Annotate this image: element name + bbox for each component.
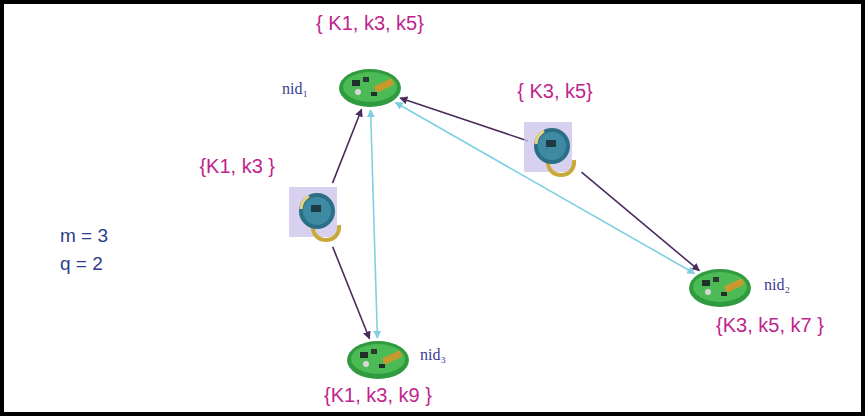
- connector-strip: [374, 78, 395, 93]
- key-set: {K1, k3 }: [199, 155, 275, 177]
- chip: [713, 277, 719, 282]
- chip: [702, 280, 710, 286]
- chip: [352, 80, 360, 86]
- chip: [546, 140, 556, 147]
- parameter-label: m = 3: [60, 226, 108, 247]
- chip: [311, 205, 321, 212]
- node-id: nid₁: [282, 80, 308, 98]
- sensor-board: [351, 344, 405, 374]
- padlock-node: {K1, k3 }: [295, 185, 345, 245]
- chip: [371, 92, 377, 96]
- padlock-icon: [530, 120, 580, 180]
- padlock-node: { K3, k5}: [530, 120, 580, 180]
- padlock-face: [303, 197, 331, 225]
- chip: [360, 352, 368, 358]
- secure-link: [371, 110, 378, 338]
- node-id: nid₂: [764, 276, 790, 294]
- sensor-icon: [688, 268, 752, 308]
- connector-strip: [724, 278, 745, 293]
- sensor-node: { K1, k3, k5}nid₁: [338, 68, 402, 108]
- padlock-face: [538, 132, 566, 160]
- sensor-board: [343, 72, 397, 102]
- component: [705, 289, 711, 295]
- parameter-label: q = 2: [60, 254, 103, 275]
- padlock-body: [534, 128, 570, 164]
- key-path-arrow: [333, 247, 370, 339]
- chip: [363, 77, 369, 82]
- padlock-rim: [301, 196, 309, 209]
- key-set: {K1, k3, k9 }: [324, 384, 432, 406]
- sensor-icon: [338, 68, 402, 108]
- secure-link: [395, 103, 694, 274]
- sensor-base: [689, 269, 751, 307]
- sensor-icon: [346, 340, 410, 380]
- component: [363, 361, 369, 367]
- key-path-arrow: [333, 109, 362, 183]
- padlock-body: [299, 193, 335, 229]
- padlock-rim: [536, 131, 544, 144]
- key-set: { K1, k3, k5}: [316, 12, 424, 34]
- key-set: {K3, k5, k7 }: [716, 314, 824, 336]
- chip: [371, 349, 377, 354]
- connector-strip: [382, 350, 403, 365]
- sensor-board: [693, 272, 747, 302]
- component: [355, 89, 361, 95]
- key-path-arrow: [582, 172, 700, 271]
- chip: [721, 292, 727, 296]
- sensor-base: [347, 341, 409, 379]
- node-id: nid₃: [420, 346, 446, 364]
- padlock-icon: [295, 185, 345, 245]
- sensor-base: [339, 69, 401, 107]
- sensor-node: nid₂{K3, k5, k7 }: [688, 268, 752, 308]
- chip: [379, 364, 385, 368]
- key-path-arrow: [400, 98, 528, 141]
- sensor-node: nid₃{K1, k3, k9 }: [346, 340, 410, 380]
- key-set: { K3, k5}: [517, 80, 593, 102]
